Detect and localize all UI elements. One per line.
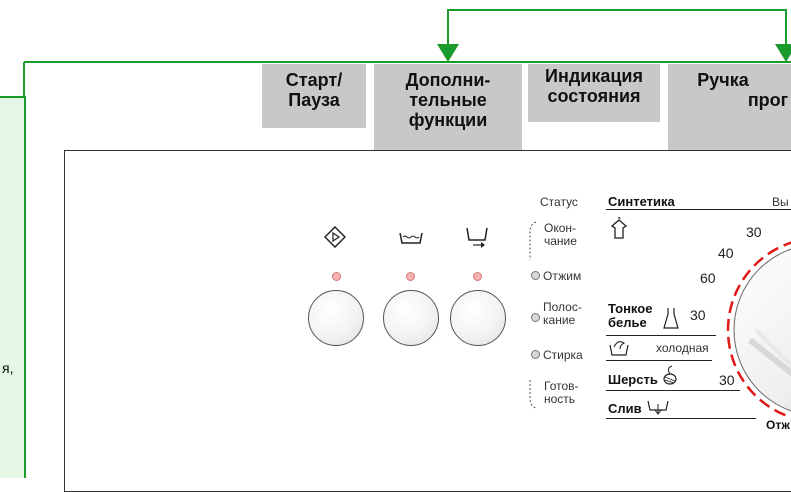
arrow-down-program-knob xyxy=(775,44,791,62)
status-item-finish: Окон- чание xyxy=(544,222,577,248)
status-ready-line2: ность xyxy=(544,392,576,406)
wool-icon xyxy=(663,365,677,385)
status-item-spin: Отжим xyxy=(543,269,582,283)
start-pause-icon xyxy=(324,226,346,248)
delicates-underline xyxy=(606,335,716,336)
status-rinse-line2: кание xyxy=(543,313,576,327)
status-led-wash xyxy=(531,350,540,359)
shirt-icon xyxy=(610,217,628,239)
header-knob-line1: Ручка xyxy=(697,70,749,90)
status-bracket xyxy=(529,221,537,409)
header-extra-functions: Дополни- тельные функции xyxy=(374,64,522,152)
header-status-line2: состояния xyxy=(547,86,641,106)
header-knob-line2: прог xyxy=(747,90,789,110)
temp-synthetics-40: 40 xyxy=(718,245,734,261)
temp-wool-30: 30 xyxy=(719,372,735,388)
temp-synthetics-30: 30 xyxy=(746,224,762,240)
header-status-indication: Индикация состояния xyxy=(528,64,660,122)
handwash-icon xyxy=(609,341,629,356)
prewash-led xyxy=(406,272,415,281)
program-cold: холодная xyxy=(656,341,709,355)
status-led-rinse xyxy=(531,313,540,322)
prewash-icon xyxy=(399,232,423,244)
temp-delicates-30: 30 xyxy=(690,307,706,323)
spin-icon xyxy=(466,227,488,248)
arrow-down-extra-functions xyxy=(437,44,459,62)
status-finish-line2: чание xyxy=(544,234,577,248)
temp-synthetics-60: 60 xyxy=(700,270,716,286)
header-start-line1: Старт/ xyxy=(285,70,343,90)
header-start-line2: Пауза xyxy=(288,90,340,110)
program-drain: Слив xyxy=(608,401,642,416)
start-led xyxy=(332,272,341,281)
status-ready-line1: Готов- xyxy=(544,379,579,393)
left-caption: я, xyxy=(2,360,14,376)
header-program-knob: Ручка прог xyxy=(668,64,791,152)
status-item-ready: Готов- ность xyxy=(544,380,579,406)
drain-underline xyxy=(606,418,756,419)
header-extra-line2: тельные xyxy=(409,90,487,110)
status-item-wash: Стирка xyxy=(543,348,583,362)
prewash-button[interactable] xyxy=(383,290,439,346)
side-panel xyxy=(0,96,26,478)
status-rinse-line1: Полос- xyxy=(543,300,582,314)
program-bottom-partial: Отж xyxy=(766,418,790,432)
drain-icon xyxy=(647,400,669,415)
spin-led xyxy=(473,272,482,281)
program-underline xyxy=(606,209,791,210)
start-pause-button[interactable] xyxy=(308,290,364,346)
dress-icon xyxy=(663,308,679,329)
program-delicates-line1: Тонкое xyxy=(608,301,653,316)
program-delicates-line2: белье xyxy=(608,315,647,330)
spin-reduce-button[interactable] xyxy=(450,290,506,346)
wool-underline xyxy=(606,390,740,391)
header-extra-line3: функции xyxy=(408,110,488,130)
status-item-rinse: Полос- кание xyxy=(543,301,582,327)
header-extra-line1: Дополни- xyxy=(405,70,491,90)
header-status-line1: Индикация xyxy=(545,66,643,86)
program-top-partial: Вы xyxy=(772,195,789,209)
status-finish-line1: Окон- xyxy=(544,221,577,235)
cold-underline xyxy=(606,360,712,361)
program-wool: Шерсть xyxy=(608,372,658,387)
status-led-spin xyxy=(531,271,540,280)
program-synthetics: Синтетика xyxy=(608,194,675,209)
program-dial[interactable] xyxy=(700,220,791,420)
status-title: Статус xyxy=(540,195,578,209)
header-start-pause: Старт/ Пауза xyxy=(262,64,366,128)
program-delicates: Тонкое белье xyxy=(608,302,652,330)
